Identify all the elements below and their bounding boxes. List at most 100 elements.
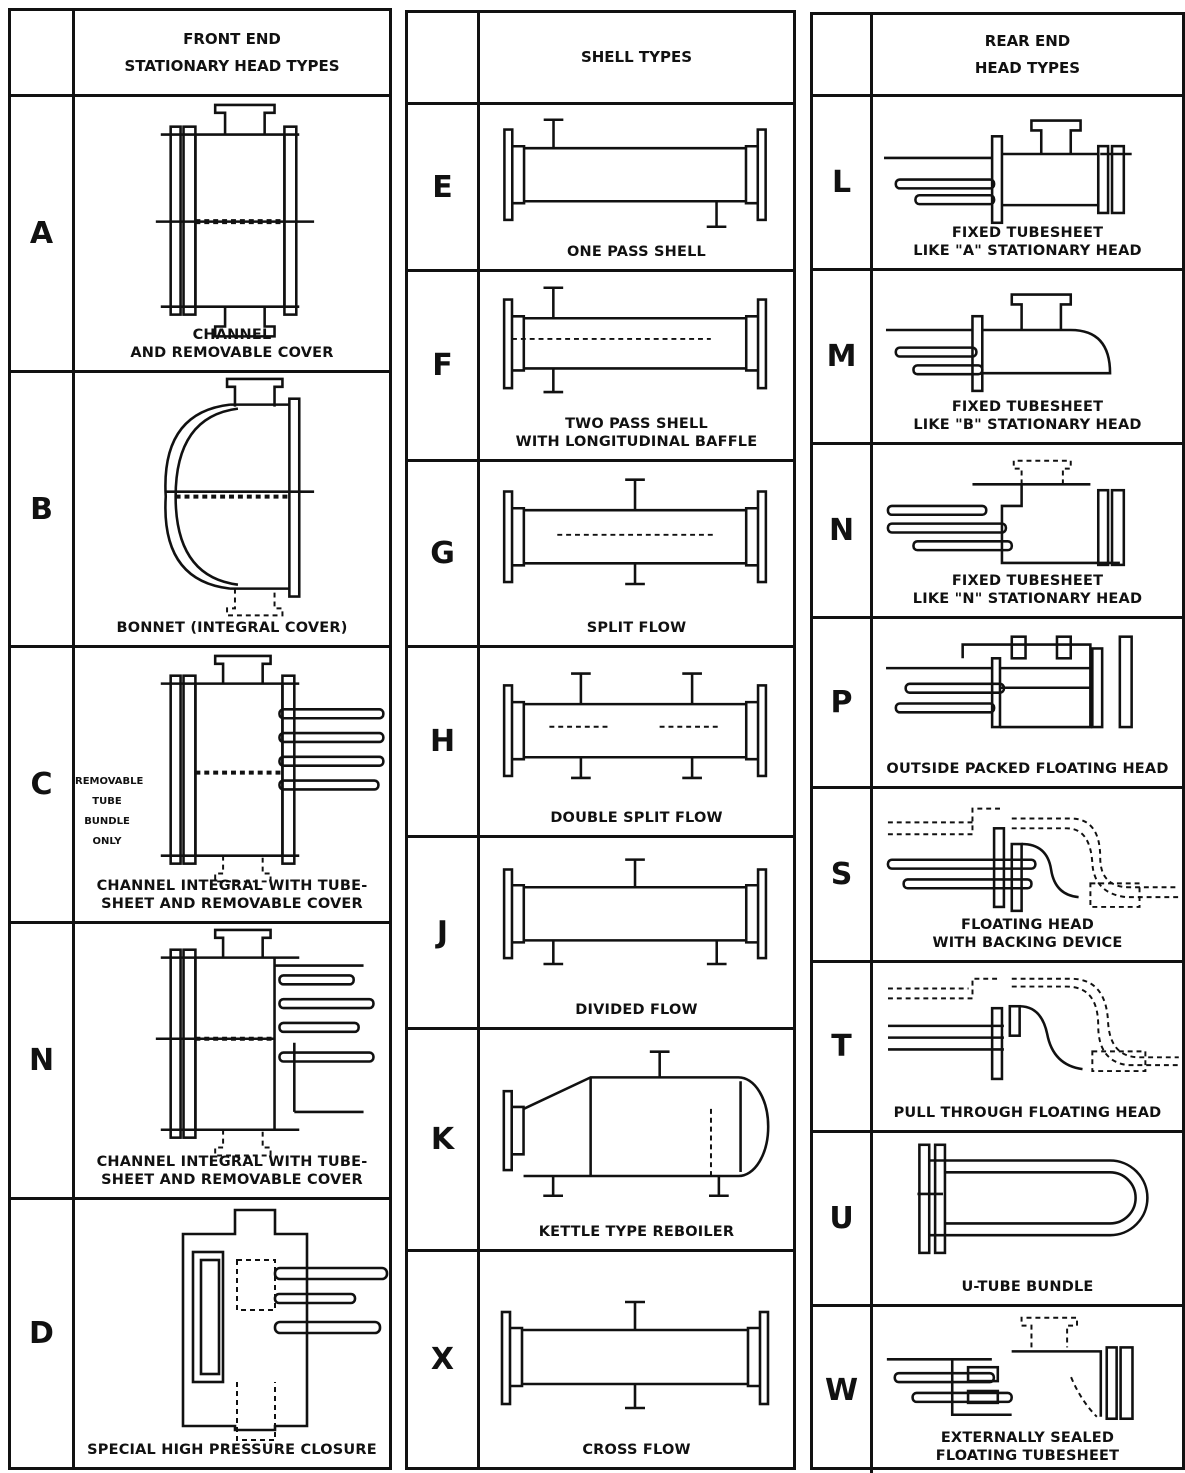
row-letter: C — [11, 648, 75, 921]
header-blank-cell — [813, 15, 873, 94]
rear-u-diagram — [917, 1143, 1149, 1255]
double-split-flow-figure: DOUBLE SPLIT FLOW — [480, 648, 793, 835]
row-letter: G — [408, 462, 480, 645]
shell-row-e: E ONE PASS SHELL — [408, 105, 793, 272]
rear-m-diagram — [885, 293, 1112, 393]
removable-tube-bundle-note: REMOVABLE TUBE BUNDLE ONLY — [75, 776, 144, 847]
row-caption: BONNET (INTEGRAL COVER) — [116, 620, 348, 636]
shell-row-j: J DIVIDED FLOW — [408, 838, 793, 1030]
u-tube-bundle-figure: U-TUBE BUNDLE — [873, 1133, 1182, 1304]
front-row-b: B BONNET (INTEGRAL COVER) — [11, 373, 389, 648]
shell-e-diagram — [503, 118, 767, 229]
shell-row-h: H DOUBLE SPLIT FLOW — [408, 648, 793, 838]
shell-types-header: SHELL TYPES — [408, 13, 793, 105]
outside-packed-floating-head-figure: OUTSIDE PACKED FLOATING HEAD — [873, 619, 1182, 786]
two-pass-shell-figure: TWO PASS SHELL WITH LONGITUDINAL BAFFLE — [480, 272, 793, 459]
rear-l-figure: FIXED TUBESHEET LIKE "A" STATIONARY HEAD — [873, 97, 1182, 268]
split-flow-figure: SPLIT FLOW — [480, 462, 793, 645]
row-caption: FIXED TUBESHEET LIKE "A" STATIONARY HEAD — [913, 225, 1142, 259]
rear-n-diagram — [886, 459, 1126, 567]
floating-head-backing-device-figure: FLOATING HEAD WITH BACKING DEVICE — [873, 789, 1182, 960]
pull-through-floating-head-figure: PULL THROUGH FLOATING HEAD — [873, 963, 1182, 1130]
row-letter: N — [11, 924, 75, 1197]
front-row-a: A CHANNEL AND REMOVABLE COVER — [11, 97, 389, 373]
rear-t-diagram — [888, 977, 1179, 1081]
row-caption: CHANNEL INTEGRAL WITH TUBE- SHEET AND RE… — [96, 878, 368, 912]
row-caption: DIVIDED FLOW — [575, 1002, 698, 1018]
front-end-panel: FRONT END STATIONARY HEAD TYPES A CHANNE… — [8, 8, 392, 1470]
shell-j-diagram — [502, 858, 768, 966]
row-caption: ONE PASS SHELL — [567, 244, 706, 260]
cross-flow-figure: CROSS FLOW — [480, 1252, 793, 1467]
one-pass-shell-figure: ONE PASS SHELL — [480, 105, 793, 269]
row-letter: B — [11, 373, 75, 645]
row-caption: CHANNEL AND REMOVABLE COVER — [130, 327, 334, 361]
shell-row-k: K KETTLE TYPE REBOILER — [408, 1030, 793, 1252]
externally-sealed-floating-tubesheet-figure: EXTERNALLY SEALED FLOATING TUBESHEET — [873, 1307, 1182, 1473]
row-caption: CROSS FLOW — [582, 1442, 691, 1458]
row-letter: M — [813, 271, 873, 442]
rear-s-diagram — [886, 807, 1179, 913]
rear-row-t: T PULL THROUGH FLOATING HEAD — [813, 963, 1182, 1133]
header-blank-cell — [408, 13, 480, 102]
row-caption: TWO PASS SHELL WITH LONGITUDINAL BAFFLE — [515, 416, 758, 450]
row-caption: EXTERNALLY SEALED FLOATING TUBESHEET — [935, 1430, 1120, 1464]
row-caption: PULL THROUGH FLOATING HEAD — [893, 1105, 1162, 1121]
front-end-header: FRONT END STATIONARY HEAD TYPES — [11, 11, 389, 97]
row-caption: CHANNEL INTEGRAL WITH TUBE- SHEET AND RE… — [96, 1154, 368, 1188]
shell-types-panel: SHELL TYPES E ONE PASS SHELL F — [405, 10, 796, 1470]
rear-end-panel: REAR END HEAD TYPES L FIXED TUBESHEET LI… — [810, 12, 1185, 1473]
front-b-diagram — [164, 377, 315, 617]
channel-integral-c-figure: REMOVABLE TUBE BUNDLE ONLY CHANNEL INTEG… — [75, 648, 389, 921]
shell-types-header-title: SHELL TYPES — [580, 48, 693, 66]
rear-row-l: L FIXED TUBESHEET LIKE "A" STATIONARY HE… — [813, 97, 1182, 271]
front-row-n: N CHANNEL INTEGRAL WIT — [11, 924, 389, 1200]
row-letter: H — [408, 648, 480, 835]
row-letter: U — [813, 1133, 873, 1304]
front-row-d: D SPECIAL HIGH PRESSURE CLOSURE — [11, 1200, 389, 1467]
rear-row-p: P OUTSIDE PACKED FLOATING HEAD — [813, 619, 1182, 789]
row-caption: KETTLE TYPE REBOILER — [538, 1224, 735, 1240]
rear-row-w: W EXTERNALLY SEALED FLOATING TUBESHEET — [813, 1307, 1182, 1473]
front-row-c: C REMOVABLE TUBE BUNDLE ONLY CHANNEL INT… — [11, 648, 389, 924]
front-end-header-title: FRONT END STATIONARY HEAD TYPES — [124, 29, 340, 75]
shell-h-diagram — [502, 672, 768, 780]
rear-p-diagram — [886, 635, 1133, 729]
row-caption: OUTSIDE PACKED FLOATING HEAD — [886, 761, 1169, 777]
row-caption: FIXED TUBESHEET LIKE "B" STATIONARY HEAD — [913, 399, 1142, 433]
row-caption: DOUBLE SPLIT FLOW — [550, 810, 723, 826]
shell-x-diagram — [500, 1300, 770, 1410]
bonnet-figure: BONNET (INTEGRAL COVER) — [75, 373, 389, 645]
front-a-diagram — [155, 103, 315, 338]
shell-row-x: X CROSS FLOW — [408, 1252, 793, 1467]
rear-end-header: REAR END HEAD TYPES — [813, 15, 1182, 97]
front-d-diagram — [181, 1208, 389, 1441]
row-letter: D — [11, 1200, 75, 1467]
row-letter: P — [813, 619, 873, 786]
row-letter: N — [813, 445, 873, 616]
rear-row-n: N FIXED TUBESHEET LIKE "N" STATIONARY HE… — [813, 445, 1182, 619]
special-high-pressure-closure-figure: SPECIAL HIGH PRESSURE CLOSURE — [75, 1200, 389, 1467]
rear-m-figure: FIXED TUBESHEET LIKE "B" STATIONARY HEAD — [873, 271, 1182, 442]
header-blank-cell — [11, 11, 75, 94]
shell-f-diagram — [502, 286, 768, 394]
kettle-type-reboiler-figure: KETTLE TYPE REBOILER — [480, 1030, 793, 1249]
rear-end-header-title: REAR END HEAD TYPES — [974, 31, 1081, 77]
divided-flow-figure: DIVIDED FLOW — [480, 838, 793, 1027]
shell-k-diagram — [502, 1050, 770, 1198]
row-caption: FLOATING HEAD WITH BACKING DEVICE — [932, 917, 1123, 951]
front-n-diagram — [155, 928, 375, 1157]
shell-g-diagram — [502, 478, 768, 586]
front-c-diagram — [160, 654, 385, 883]
channel-integral-n-figure: CHANNEL INTEGRAL WITH TUBE- SHEET AND RE… — [75, 924, 389, 1197]
row-letter: L — [813, 97, 873, 268]
row-caption: U-TUBE BUNDLE — [961, 1279, 1094, 1295]
rear-w-diagram — [886, 1316, 1134, 1421]
row-caption: SPLIT FLOW — [586, 620, 687, 636]
row-caption: SPECIAL HIGH PRESSURE CLOSURE — [87, 1442, 377, 1458]
rear-n-figure: FIXED TUBESHEET LIKE "N" STATIONARY HEAD — [873, 445, 1182, 616]
row-letter: F — [408, 272, 480, 459]
row-letter: J — [408, 838, 480, 1027]
row-letter: S — [813, 789, 873, 960]
row-letter: K — [408, 1030, 480, 1249]
